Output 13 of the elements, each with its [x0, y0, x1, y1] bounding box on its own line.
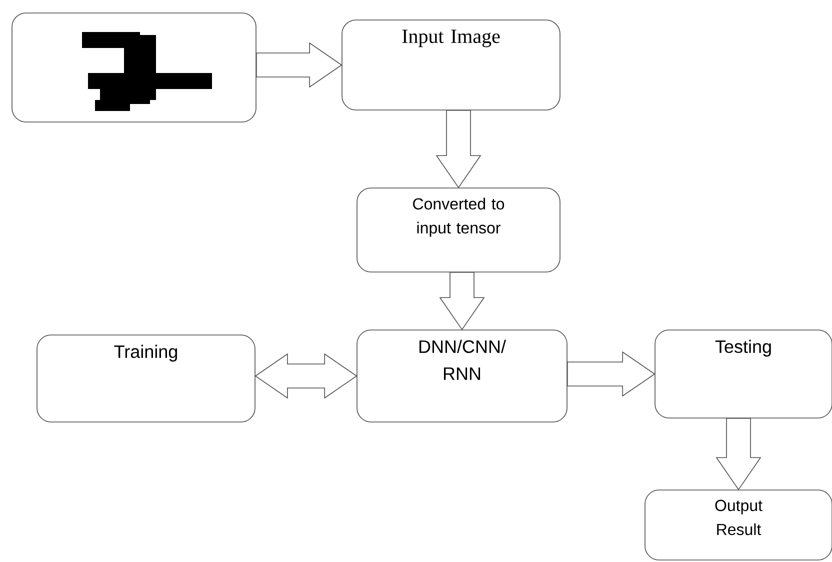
block-arrow: [436, 110, 482, 188]
process-box: Training: [36, 334, 256, 422]
process-box: DNN/CNN/ RNN: [356, 330, 568, 422]
process-box: Converted to input tensor: [356, 188, 560, 272]
image-box: [12, 12, 256, 122]
process-box: Output Result: [644, 490, 832, 560]
block-arrow: [256, 42, 342, 88]
block-arrow: [439, 272, 485, 330]
process-box: Input Image: [342, 20, 560, 110]
process-box: Testing: [654, 330, 832, 418]
block-arrow: [567, 351, 656, 397]
block-arrow: [254, 353, 358, 399]
block-arrow: [716, 418, 762, 490]
